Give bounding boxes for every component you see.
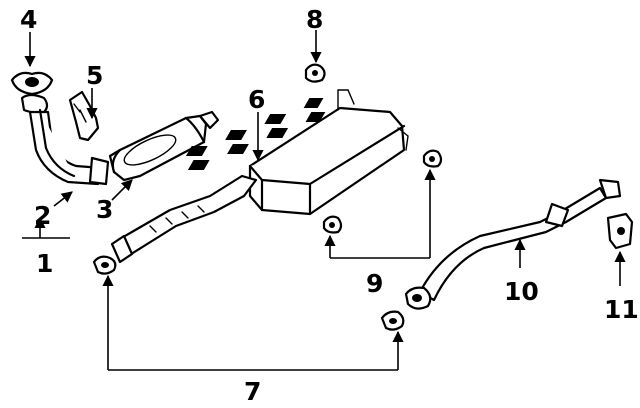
- part-7-gasket-b: [380, 310, 405, 331]
- callout-7: 7: [244, 377, 261, 406]
- part-6-muffler: [185, 89, 409, 216]
- part-2-front-pipe: [20, 93, 110, 186]
- part-10-tailpipe: [404, 178, 622, 310]
- part-3-converter: [108, 110, 220, 182]
- part-9-insulator-a: [322, 215, 343, 234]
- part-8-insulator: [304, 63, 326, 83]
- part-5-heat-shield: [68, 90, 100, 142]
- part-7-gasket-a: [92, 255, 117, 275]
- callout-6: 6: [248, 85, 265, 114]
- callout-labels: 4 5 6 8 2 3 1 9 10 11 7: [20, 5, 639, 406]
- callout-9: 9: [366, 269, 383, 298]
- callout-4: 4: [20, 5, 37, 34]
- intermediate-pipe: [110, 174, 258, 264]
- callout-3: 3: [96, 195, 113, 224]
- leader-lines: [22, 30, 626, 371]
- callout-2: 2: [34, 201, 51, 230]
- part-11-bracket: [606, 212, 634, 250]
- part-4-gasket: [10, 71, 54, 96]
- callout-11: 11: [604, 295, 639, 324]
- callout-1: 1: [36, 249, 53, 278]
- callout-8: 8: [306, 5, 323, 34]
- callout-10: 10: [504, 277, 539, 306]
- callout-5: 5: [86, 61, 103, 90]
- part-9-insulator-b: [422, 149, 443, 168]
